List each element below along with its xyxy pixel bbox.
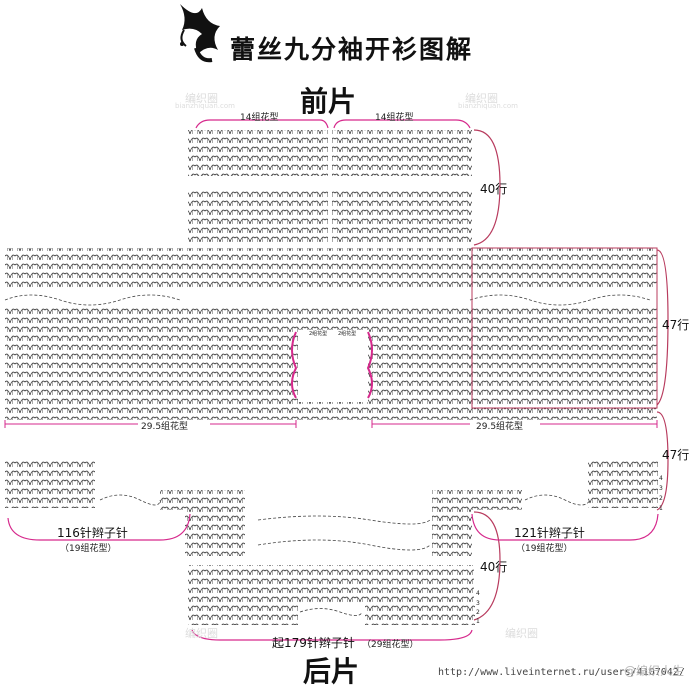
watermark-sub: bianzhiquan.com bbox=[458, 102, 518, 110]
left-cast-groups-label: （19组花型） bbox=[60, 541, 116, 554]
watermark-sub: bianzhiquan.com bbox=[175, 102, 235, 110]
row-tick: 1 bbox=[476, 618, 480, 625]
row-tick: 4 bbox=[476, 590, 480, 597]
back-lower-body bbox=[188, 565, 474, 603]
top-right-groups-label: 14组花型 bbox=[375, 110, 413, 123]
back-cast-label: 起179针辫子针 bbox=[272, 634, 355, 651]
row-tick: 1 bbox=[659, 505, 663, 512]
front-right-shoulder-upper bbox=[332, 130, 472, 176]
front-left-shoulder-upper bbox=[188, 130, 328, 176]
front-rows-label: 40行 bbox=[480, 180, 507, 197]
row-tick: 3 bbox=[659, 485, 663, 492]
sleeve-rows-upper-label: 47行 bbox=[662, 316, 689, 333]
front-left-shoulder-lower bbox=[188, 190, 328, 242]
back-cast-groups-label: （29组花型） bbox=[362, 637, 418, 650]
watermark: 编织圈 bbox=[185, 625, 218, 641]
left-lower-piece bbox=[5, 460, 95, 508]
right-cast-groups-label: （19组花型） bbox=[516, 541, 572, 554]
signature: @编织人生 bbox=[624, 662, 684, 679]
neck-right-label: 2组花型 bbox=[338, 330, 356, 337]
left-width-label: 29.5组花型 bbox=[141, 419, 188, 432]
back-right-side bbox=[432, 508, 472, 556]
right-inner-piece bbox=[432, 490, 522, 510]
row-tick: 4 bbox=[659, 475, 663, 482]
left-inner-piece bbox=[160, 490, 245, 510]
row-tick: 2 bbox=[659, 495, 663, 502]
row-tick: 3 bbox=[476, 600, 480, 607]
back-rows-label: 40行 bbox=[480, 558, 507, 575]
back-bottom-left bbox=[188, 603, 298, 625]
back-bottom-right bbox=[365, 603, 475, 625]
neck-opening bbox=[298, 330, 368, 402]
right-width-label: 29.5组花型 bbox=[476, 419, 523, 432]
back-left-side bbox=[185, 508, 245, 556]
row-tick: 2 bbox=[476, 609, 480, 616]
neck-left-label: 2组花型 bbox=[309, 330, 327, 337]
right-cast-label: 121针辫子针 bbox=[514, 524, 585, 541]
sleeve-rows-lower-label: 47行 bbox=[662, 446, 689, 463]
front-right-shoulder-lower bbox=[332, 190, 472, 242]
top-left-groups-label: 14组花型 bbox=[240, 110, 278, 123]
body-upper-band bbox=[5, 248, 657, 290]
left-cast-label: 116针辫子针 bbox=[57, 524, 128, 541]
watermark: 编织圈 bbox=[505, 625, 538, 641]
right-lower-piece bbox=[588, 460, 658, 508]
